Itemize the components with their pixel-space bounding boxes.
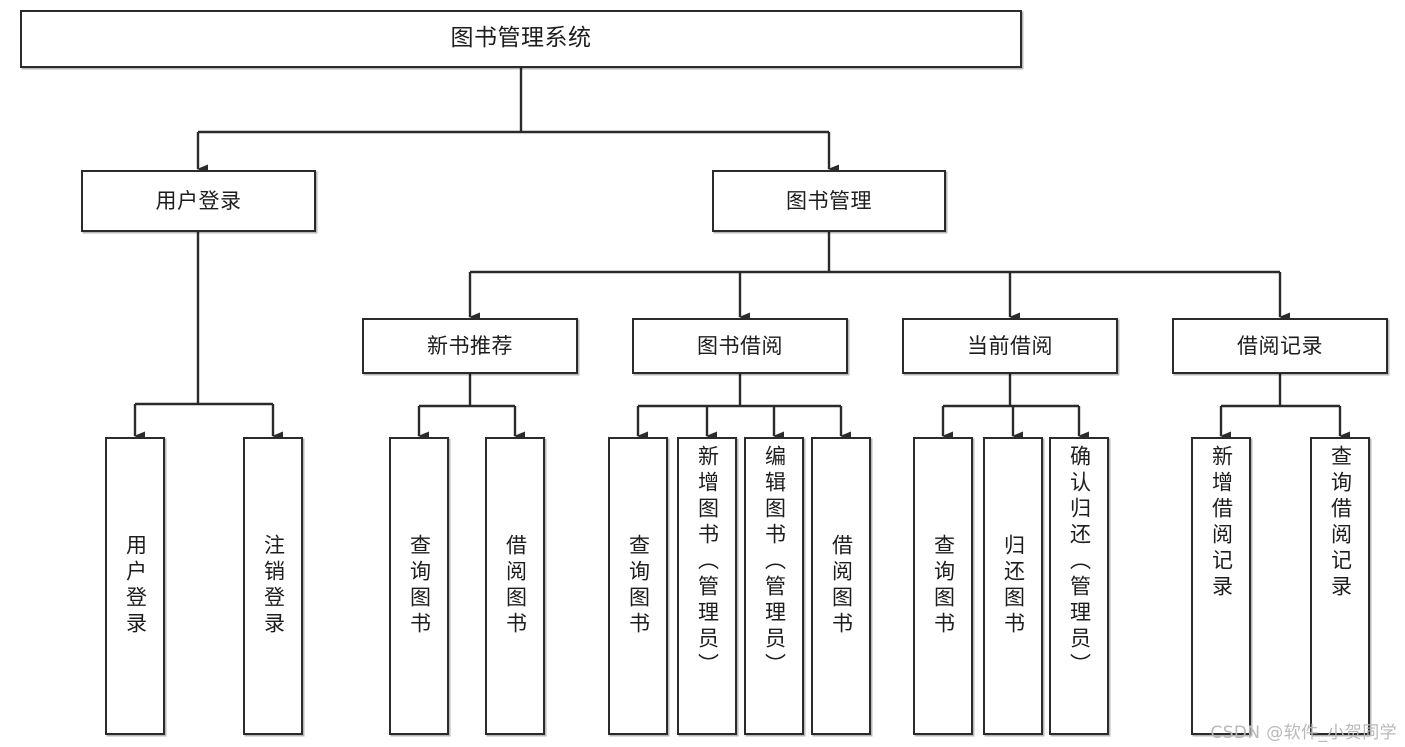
leaf-node-0-label: 用户登录 <box>123 534 148 638</box>
leaf-node-10[interactable]: 确认归还（管理员） <box>1049 437 1109 735</box>
leaf-node-1[interactable]: 注销登录 <box>243 437 303 735</box>
level2-node-1[interactable]: 图书管理 <box>712 170 946 232</box>
level2-node-0[interactable]: 用户登录 <box>81 170 316 232</box>
leaf-node-12-label: 查询借阅记录 <box>1328 445 1353 601</box>
level3-node-1-label: 图书借阅 <box>697 333 783 358</box>
leaf-node-0[interactable]: 用户登录 <box>105 437 165 735</box>
leaf-node-11-label: 新增借阅记录 <box>1209 445 1234 601</box>
leaf-node-5[interactable]: 新增图书（管理员） <box>677 437 737 735</box>
level3-node-3[interactable]: 借阅记录 <box>1172 318 1388 374</box>
leaf-node-10-label: 确认归还（管理员） <box>1067 445 1092 679</box>
edge-layer <box>133 68 1350 441</box>
leaf-node-3-label: 借阅图书 <box>503 534 528 638</box>
leaf-node-4-label: 查询图书 <box>626 534 651 638</box>
leaf-node-8-label: 查询图书 <box>931 534 956 638</box>
leaf-node-5-label: 新增图书（管理员） <box>695 445 720 679</box>
leaf-node-9[interactable]: 归还图书 <box>983 437 1043 735</box>
root-node-0-label: 图书管理系统 <box>450 25 592 52</box>
level3-node-0[interactable]: 新书推荐 <box>362 318 578 374</box>
leaf-node-3[interactable]: 借阅图书 <box>485 437 545 735</box>
level3-node-1[interactable]: 图书借阅 <box>632 318 848 374</box>
leaf-node-8[interactable]: 查询图书 <box>913 437 973 735</box>
level3-node-2[interactable]: 当前借阅 <box>902 318 1118 374</box>
leaf-node-7[interactable]: 借阅图书 <box>811 437 871 735</box>
leaf-node-7-label: 借阅图书 <box>829 534 854 638</box>
root-node-0[interactable]: 图书管理系统 <box>20 10 1022 68</box>
leaf-node-4[interactable]: 查询图书 <box>608 437 668 735</box>
level3-node-3-label: 借阅记录 <box>1237 333 1323 358</box>
leaf-node-9-label: 归还图书 <box>1001 534 1026 638</box>
leaf-node-6[interactable]: 编辑图书（管理员） <box>744 437 804 735</box>
level2-node-0-label: 用户登录 <box>155 188 242 213</box>
leaf-node-1-label: 注销登录 <box>261 534 286 638</box>
level2-node-1-label: 图书管理 <box>786 188 872 213</box>
level3-node-2-label: 当前借阅 <box>967 333 1053 358</box>
leaf-node-6-label: 编辑图书（管理员） <box>762 445 787 679</box>
leaf-node-2-label: 查询图书 <box>407 534 432 638</box>
leaf-node-2[interactable]: 查询图书 <box>389 437 449 735</box>
level3-node-0-label: 新书推荐 <box>427 333 513 358</box>
leaf-node-12[interactable]: 查询借阅记录 <box>1310 437 1370 735</box>
leaf-node-11[interactable]: 新增借阅记录 <box>1191 437 1251 735</box>
